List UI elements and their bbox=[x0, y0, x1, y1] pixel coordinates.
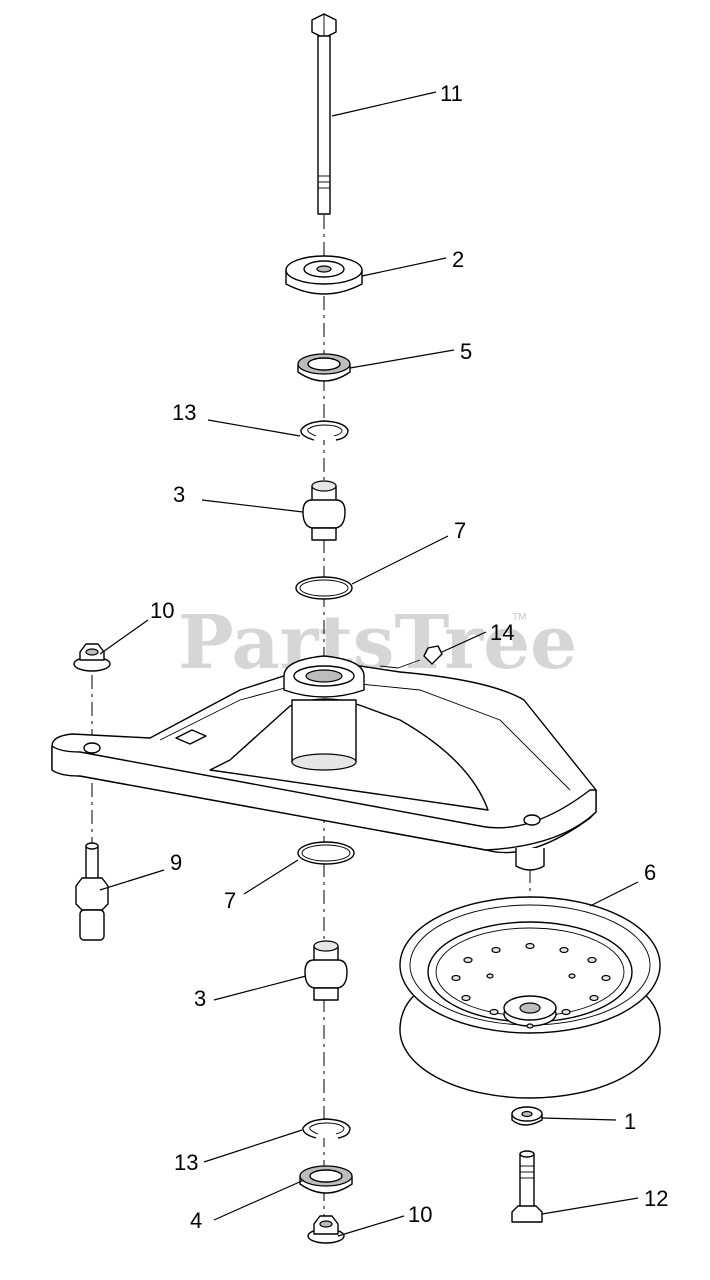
callout-7-bottom: 7 bbox=[224, 888, 236, 913]
callout-3-top: 3 bbox=[173, 482, 185, 507]
part-2-bearing-cap bbox=[285, 255, 363, 295]
callout-4: 4 bbox=[190, 1208, 202, 1233]
watermark-trademark: TM bbox=[512, 612, 526, 623]
callout-10-bottom: 10 bbox=[408, 1202, 432, 1227]
part-12-bolt bbox=[511, 1150, 543, 1223]
leader-lines bbox=[99, 91, 639, 1237]
callout-14: 14 bbox=[490, 620, 514, 645]
part-10-flange-nut-bottom bbox=[307, 1215, 345, 1244]
part-14-grease-fitting bbox=[379, 645, 443, 669]
callout-labels: 11 2 5 13 3 7 10 14 9 7 6 3 1 13 12 4 10 bbox=[150, 81, 668, 1233]
callout-7-top: 7 bbox=[454, 518, 466, 543]
part-11-bolt bbox=[311, 13, 337, 215]
part-7-o-ring-top bbox=[295, 576, 353, 600]
part-9-stud bbox=[75, 842, 109, 941]
part-6-pulley bbox=[399, 896, 661, 1099]
part-5-bearing bbox=[297, 353, 351, 382]
callout-5: 5 bbox=[460, 339, 472, 364]
part-10-flange-nut-top bbox=[73, 643, 111, 672]
part-3-spacer-top bbox=[302, 480, 346, 541]
part-4-bearing bbox=[299, 1165, 353, 1194]
part-13-snap-ring-top bbox=[300, 420, 349, 441]
callout-6: 6 bbox=[644, 860, 656, 885]
callout-10-top: 10 bbox=[150, 598, 174, 623]
part-13-snap-ring-bottom bbox=[302, 1118, 351, 1139]
callout-11: 11 bbox=[440, 81, 463, 106]
callout-13-bottom: 13 bbox=[174, 1150, 198, 1175]
callout-9: 9 bbox=[170, 850, 182, 875]
callout-12: 12 bbox=[644, 1186, 668, 1211]
callout-1: 1 bbox=[624, 1109, 636, 1134]
pulley-holes bbox=[451, 942, 611, 1029]
callout-3-bottom: 3 bbox=[194, 986, 206, 1011]
callout-2: 2 bbox=[452, 247, 464, 272]
part-7-o-ring-bottom bbox=[297, 841, 355, 865]
callout-13-top: 13 bbox=[172, 400, 196, 425]
part-3-spacer-bottom bbox=[304, 940, 348, 1001]
idler-arm bbox=[51, 655, 597, 871]
part-1-washer bbox=[511, 1106, 543, 1126]
